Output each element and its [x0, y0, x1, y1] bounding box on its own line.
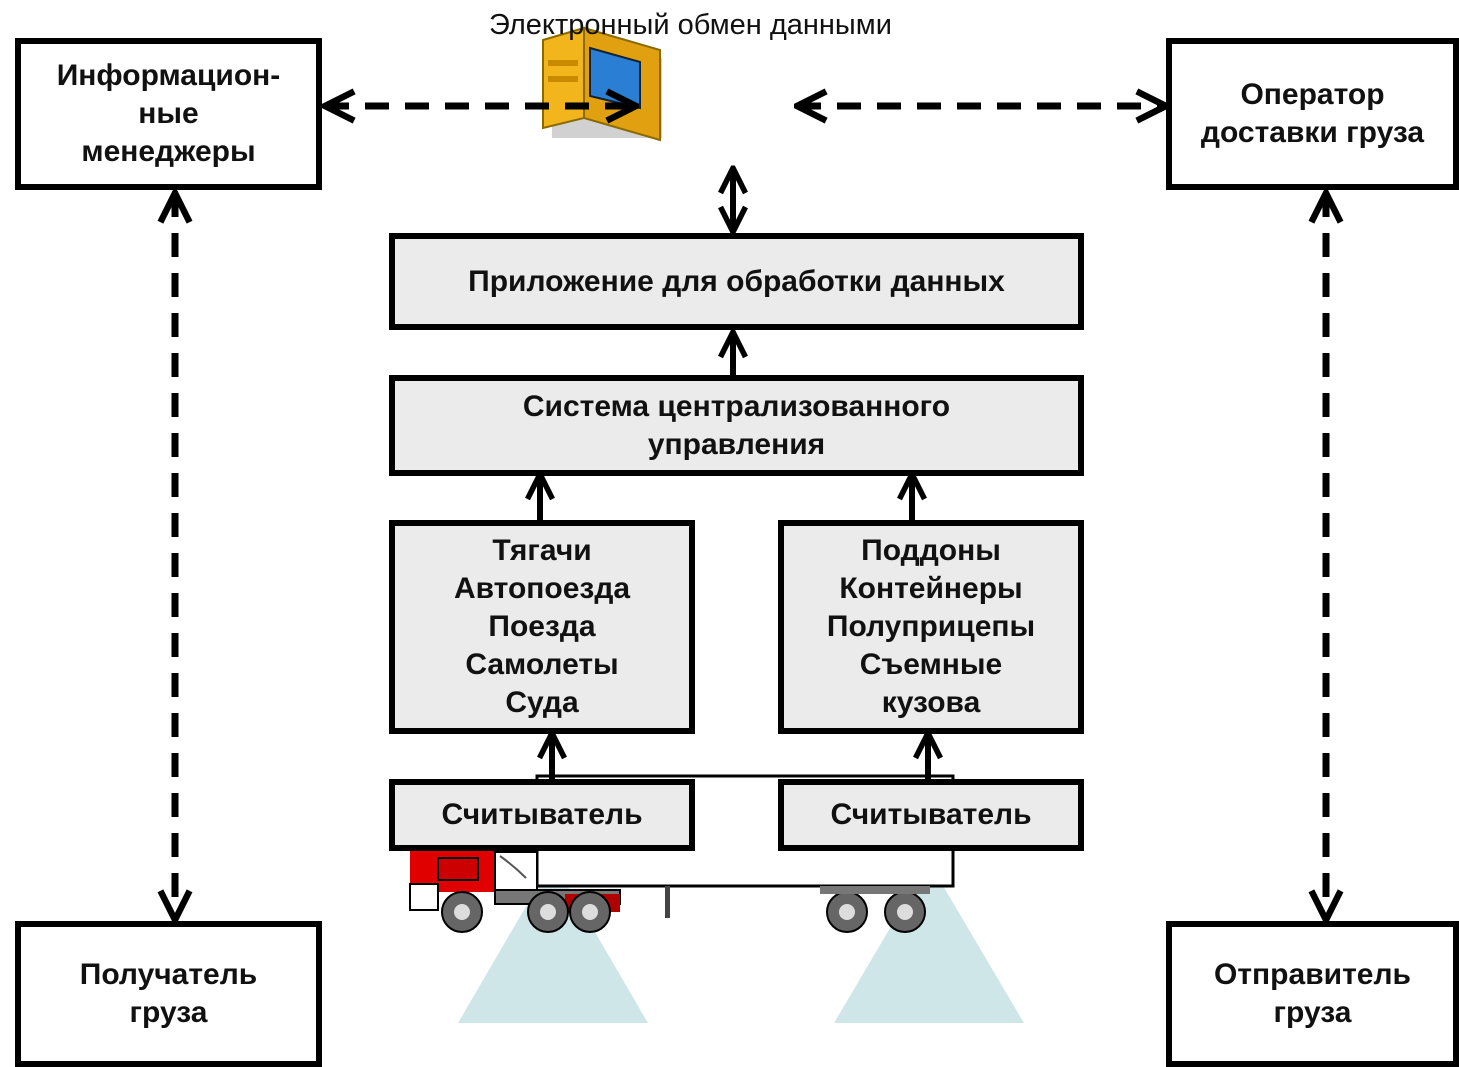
node-line: груза [1273, 996, 1352, 1029]
node-line: Система централизованного [522, 389, 951, 423]
node-line: Тягачи [492, 534, 592, 567]
node-line: Полуприцепы [826, 610, 1036, 643]
node-line: Поезда [488, 610, 596, 643]
reader-left-node: Считыватель [389, 779, 695, 851]
node-line: Автопоезда [453, 572, 631, 605]
info-managers-node: Информацион- ные менеджеры [15, 38, 322, 190]
node-line: Считыватель [830, 798, 1032, 831]
node-line: Поддоны [861, 534, 1001, 567]
node-line: Информацион- [56, 59, 281, 92]
node-line: ные [138, 97, 199, 130]
node-line: менеджеры [81, 135, 256, 168]
node-line: Считыватель [441, 798, 643, 831]
central-system-node: Система централизованного управления [389, 375, 1084, 476]
node-line: Контейнеры [839, 572, 1023, 605]
node-line: доставки груза [1200, 116, 1425, 149]
vehicles-node: Тягачи Автопоезда Поезда Самолеты Суда [389, 520, 695, 734]
node-line: управления [647, 427, 826, 461]
node-line: Съемные [859, 648, 1003, 681]
node-line: Получатель [79, 958, 258, 991]
exchange-arrows [175, 106, 1326, 920]
node-line: Суда [505, 686, 579, 719]
delivery-operator-node: Оператор доставки груза [1166, 38, 1459, 190]
processing-app-node: Приложение для обработки данных [389, 233, 1084, 330]
node-line: Отправитель [1214, 958, 1411, 991]
node-line: Оператор [1240, 78, 1385, 111]
recipient-node: Получатель груза [15, 921, 322, 1067]
sender-node: Отправитель груза [1166, 921, 1459, 1067]
node-line: Самолеты [465, 648, 619, 681]
node-line: кузова [881, 686, 981, 719]
containers-node: Поддоны Контейнеры Полуприцепы Съемные к… [778, 520, 1084, 734]
page-title: Электронный обмен данными [489, 9, 892, 41]
node-line: Приложение для обработки данных [468, 264, 1005, 298]
computer-icon [542, 26, 662, 142]
node-line: груза [129, 996, 208, 1029]
reader-field-icon [458, 860, 1024, 1023]
reader-right-node: Считыватель [778, 779, 1084, 851]
flow-arrows [540, 168, 928, 780]
